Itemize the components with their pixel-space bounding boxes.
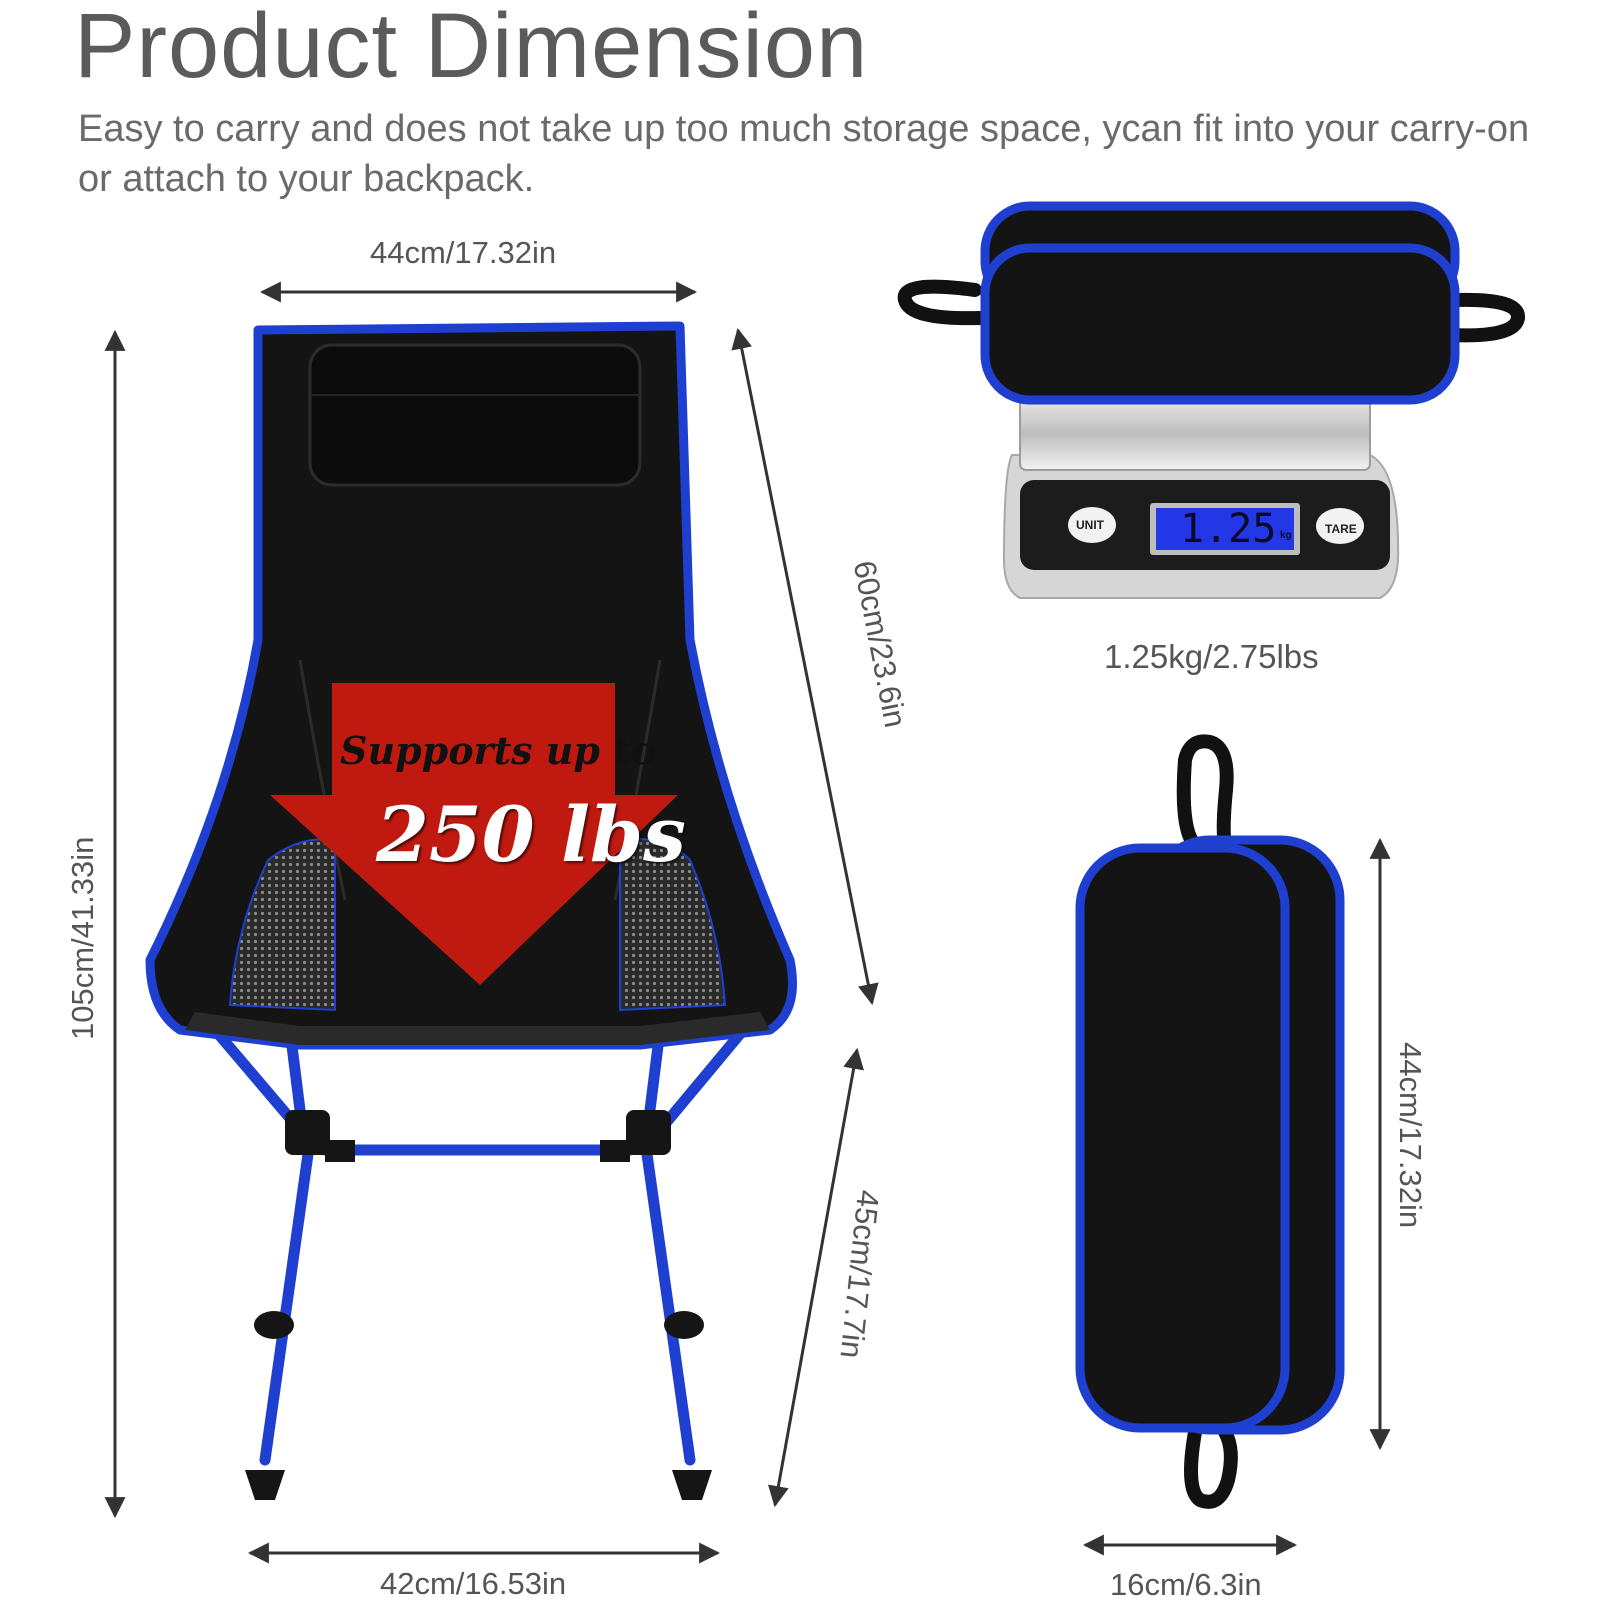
packed-bag-top bbox=[897, 201, 1525, 405]
scale-display: 1.25 bbox=[1180, 506, 1277, 552]
page-subtitle: Easy to carry and does not take up too m… bbox=[78, 108, 1530, 200]
base-width-label: 42cm/16.53in bbox=[380, 1566, 567, 1601]
pack-width-label: 16cm/6.3in bbox=[1110, 1567, 1262, 1602]
page-title: Product Dimension bbox=[74, 0, 869, 97]
scale-illustration bbox=[1002, 397, 1400, 599]
pack-length-label: 44cm/17.32in bbox=[1393, 1042, 1428, 1229]
seat-width-label: 44cm/17.32in bbox=[370, 235, 557, 270]
chair-illustration bbox=[145, 321, 797, 1500]
packed-bag-side bbox=[1075, 734, 1345, 1509]
capacity-label-line2: 250 lbs bbox=[376, 790, 686, 879]
scale-tare-button: TARE bbox=[1325, 522, 1357, 536]
dimension-arrows bbox=[104, 281, 1391, 1564]
scale-unit-button: UNIT bbox=[1076, 518, 1104, 532]
weight-label: 1.25kg/2.75lbs bbox=[1104, 638, 1319, 675]
total-height-label: 105cm/41.33in bbox=[65, 836, 100, 1040]
capacity-label-line1: Supports up to bbox=[340, 728, 657, 773]
capacity-arrow bbox=[270, 683, 678, 985]
scale-display-unit: kg bbox=[1280, 530, 1292, 541]
